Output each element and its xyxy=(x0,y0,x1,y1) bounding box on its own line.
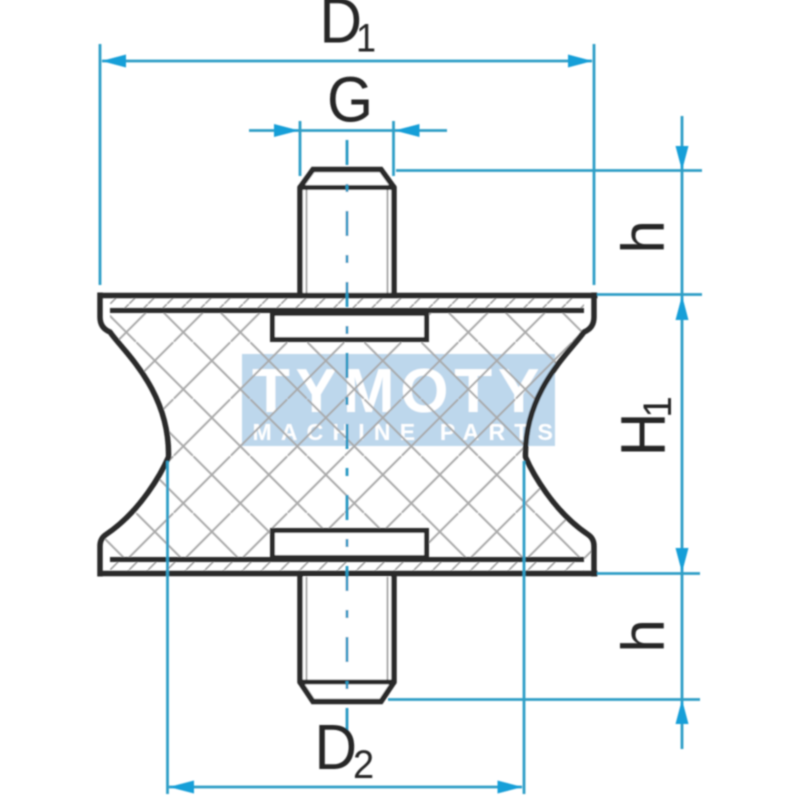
svg-text:h: h xyxy=(610,220,677,253)
svg-text:H: H xyxy=(609,412,679,456)
svg-text:1: 1 xyxy=(356,17,376,61)
svg-text:1: 1 xyxy=(635,396,680,418)
svg-text:2: 2 xyxy=(353,743,374,787)
svg-text:D: D xyxy=(315,712,358,784)
svg-text:D: D xyxy=(320,0,363,57)
svg-text:G: G xyxy=(327,64,373,136)
svg-text:h: h xyxy=(610,619,677,652)
